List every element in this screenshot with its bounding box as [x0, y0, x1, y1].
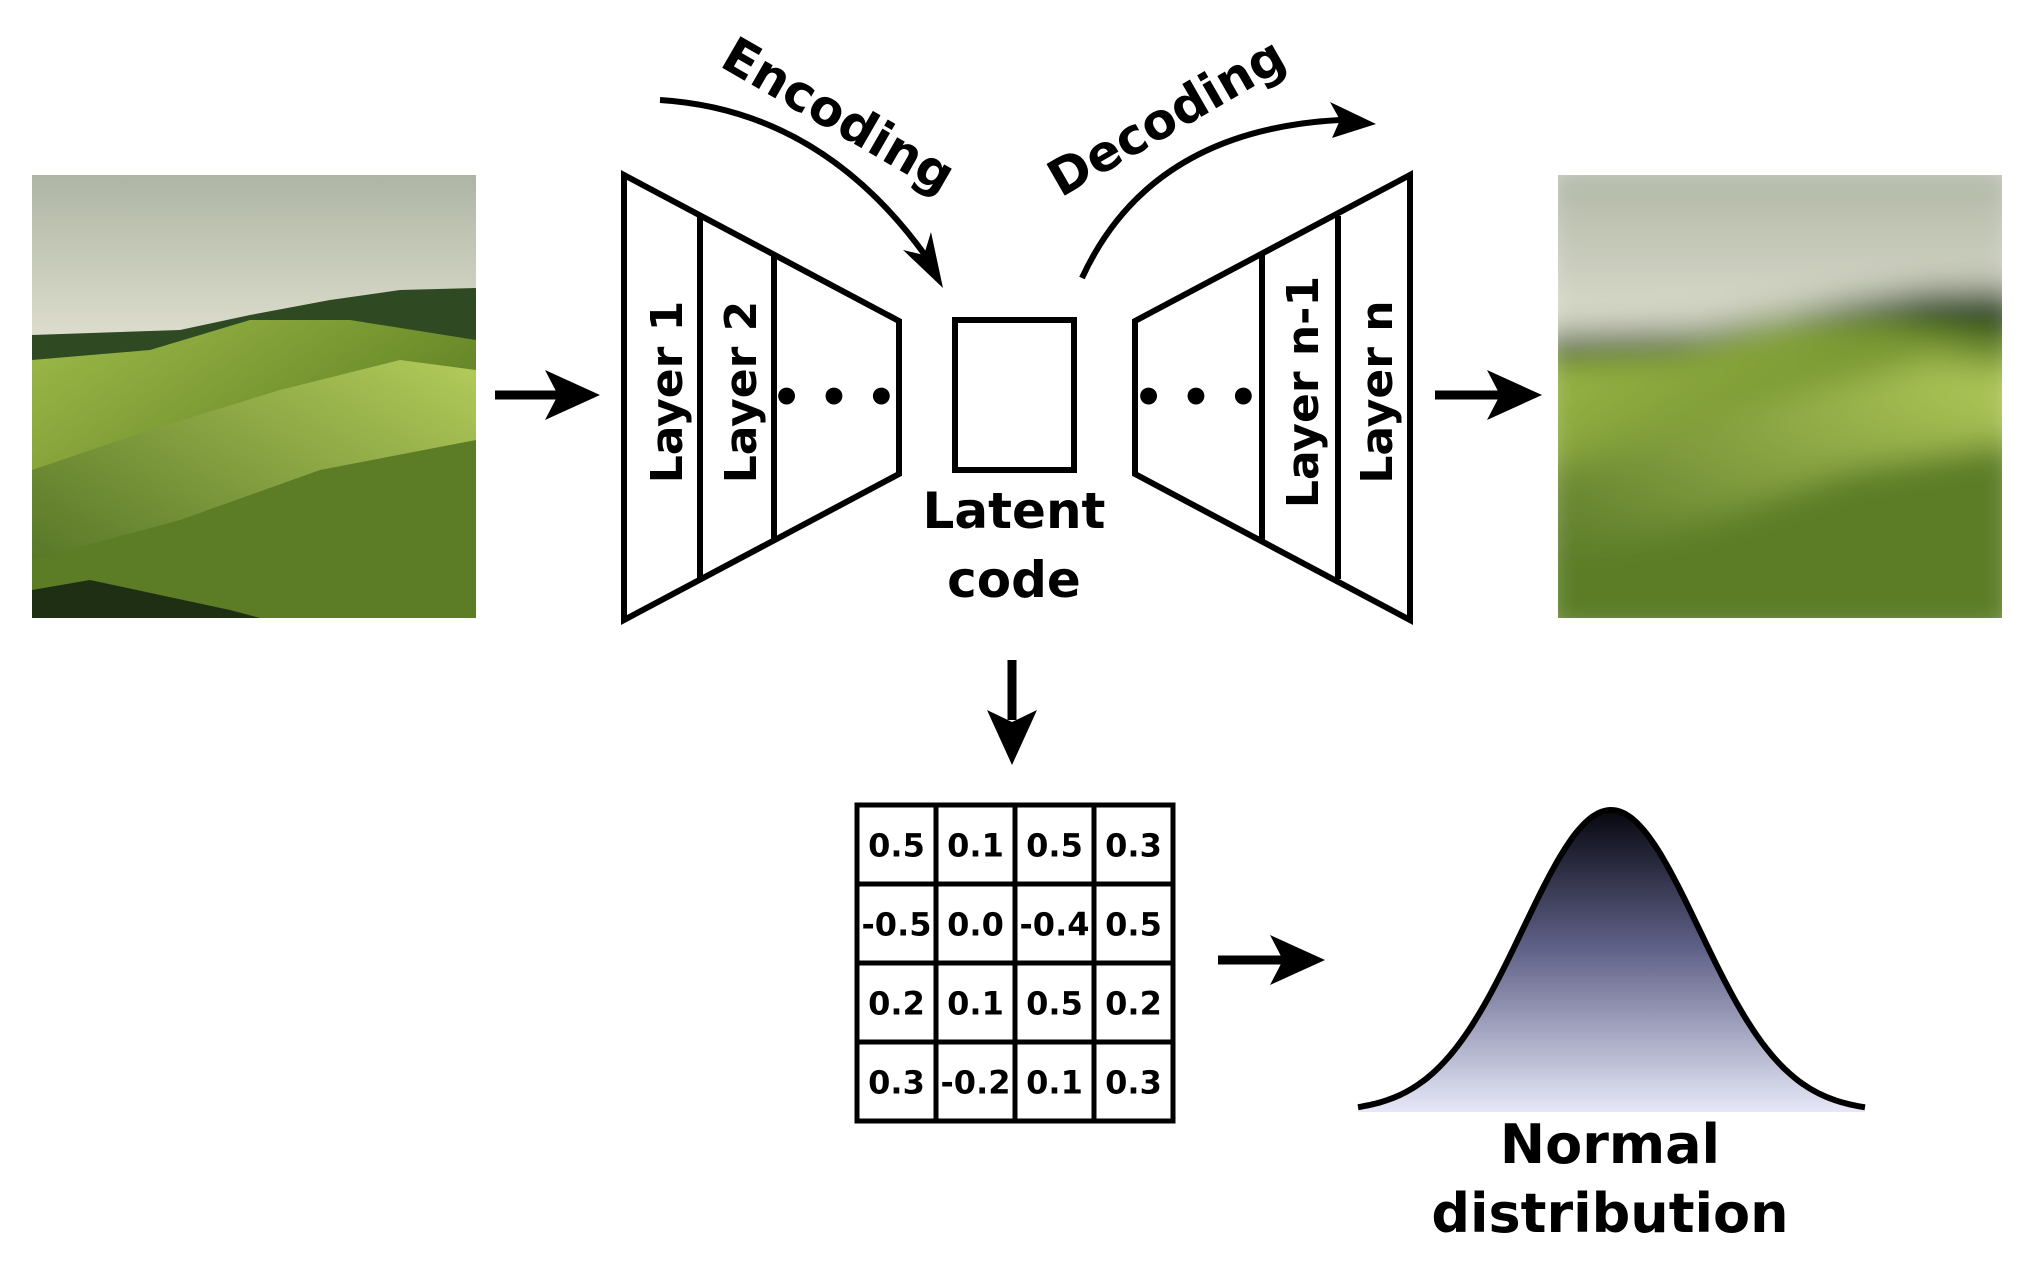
latent-value-grid: 0.5 0.1 0.5 0.3 -0.5 0.0 -0.4 0.5 0.2 0.1 0.5 0.2 0.… — [854, 802, 1176, 1124]
encoder-layer-1-label: Layer 1 — [642, 301, 693, 484]
grid-cell-value: 0.3 — [1105, 1064, 1162, 1102]
normal-distribution-curve — [1357, 806, 1866, 1112]
grid-cell-value: 0.5 — [868, 827, 925, 865]
grid-cell-value: 0.5 — [1026, 985, 1083, 1023]
grid-cell-value: 0.1 — [947, 985, 1004, 1023]
normal-distribution-label-line2: distribution — [1431, 1182, 1788, 1245]
grid-cell-value: -0.5 — [862, 906, 932, 944]
grid-cell-value: 0.3 — [868, 1064, 925, 1102]
grid-cell-value: -0.2 — [941, 1064, 1011, 1102]
arrow-input-to-encoder — [495, 370, 600, 420]
output-image — [1558, 175, 2002, 618]
normal-distribution-label-line1: Normal — [1500, 1113, 1720, 1176]
grid-cell-value: 0.0 — [947, 906, 1004, 944]
grid-cell-value: 0.5 — [1026, 827, 1083, 865]
encoder-layer-2-label: Layer 2 — [716, 301, 767, 484]
decoding-label: Decoding — [1038, 26, 1295, 208]
grid-cell-value: 0.3 — [1105, 827, 1162, 865]
latent-code-box — [952, 317, 1077, 473]
arrow-decoder-to-output — [1435, 370, 1542, 420]
latent-code-label-line2: code — [947, 551, 1081, 609]
encoding-arrow — [659, 97, 943, 288]
grid-cell-value: -0.4 — [1020, 906, 1090, 944]
decoder-layer-n-1-label: Layer n-1 — [1278, 276, 1329, 508]
grid-cell — [1091, 1039, 1176, 1124]
grid-cell-value: 0.5 — [1105, 906, 1162, 944]
encoder-ellipsis: • • • — [771, 370, 896, 426]
decoder-layer-n-label: Layer n — [1352, 300, 1403, 483]
decoding-arrow — [1079, 102, 1376, 280]
encoder-block — [621, 170, 902, 625]
grid-cell-value: 0.1 — [947, 827, 1004, 865]
decoder-block — [1132, 170, 1413, 625]
latent-code-label-line1: Latent — [923, 482, 1106, 540]
arrow-latent-to-grid — [987, 660, 1037, 765]
arrow-grid-to-normal — [1218, 935, 1325, 985]
input-image — [32, 175, 476, 618]
grid-cell-value: 0.2 — [1105, 985, 1162, 1023]
decoder-ellipsis: • • • — [1133, 370, 1258, 426]
grid-cell-value: 0.2 — [868, 985, 925, 1023]
grid-cell-value: 0.1 — [1026, 1064, 1083, 1102]
